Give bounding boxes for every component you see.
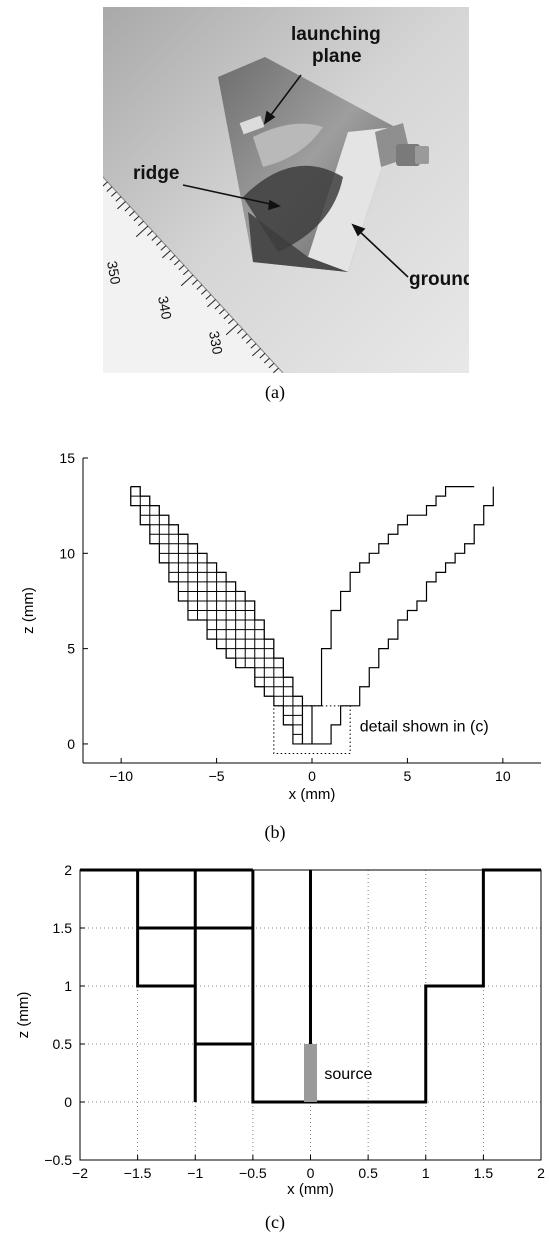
x-tick-label: 10 xyxy=(495,768,511,784)
ruler-tick xyxy=(151,235,158,241)
ruler-tick xyxy=(178,264,185,271)
ruler-number: 330 xyxy=(206,330,226,356)
ruler-tick xyxy=(223,313,230,320)
chart-b-annotation: detail shown in (c) xyxy=(360,719,489,736)
ruler-tick xyxy=(252,348,261,357)
y-tick-label: 15 xyxy=(59,450,75,466)
caption-b: (b) xyxy=(264,822,286,842)
x-tick-label: 1.5 xyxy=(474,1165,494,1181)
caption-a: (a) xyxy=(265,382,285,402)
label-ground: ground xyxy=(409,269,469,290)
ruler-tick xyxy=(146,230,153,236)
chart-b-lines xyxy=(273,485,494,754)
x-tick-label: −2 xyxy=(72,1165,88,1181)
ruler-tick xyxy=(236,328,243,334)
ruler-tick xyxy=(196,284,203,290)
ruler-tick xyxy=(135,225,149,238)
ruler-tick xyxy=(128,210,135,217)
ruler-tick xyxy=(205,294,212,300)
y-tick-label: 10 xyxy=(59,545,75,561)
ruler-tick xyxy=(182,269,189,276)
ruler-tick xyxy=(191,279,198,285)
x-tick-label: −1 xyxy=(187,1165,203,1181)
antenna-body xyxy=(218,57,429,272)
ruler-tick xyxy=(173,259,180,266)
ruler-tick xyxy=(245,338,252,344)
ruler-tick xyxy=(259,353,266,359)
ruler-tick xyxy=(124,206,131,212)
ruler-tick xyxy=(117,201,126,210)
ruler-tick xyxy=(115,196,122,202)
segment-1 xyxy=(136,870,196,988)
source-bar xyxy=(304,1044,317,1102)
ruler-tick xyxy=(133,215,140,222)
label-launching: launching xyxy=(291,24,381,45)
ruler-number: 340 xyxy=(155,295,175,321)
detail-box xyxy=(273,705,351,754)
y-tick-label: 5 xyxy=(67,641,75,657)
chart-b: −10 −5 0 5 10 0 5 10 15 x (mm) z (mm) detail sho… xyxy=(20,450,541,803)
chart-c-ylabel: z (mm) xyxy=(15,992,32,1039)
ruler-tick xyxy=(268,362,275,369)
ridge-outline xyxy=(130,485,304,706)
ruler-tick xyxy=(160,245,167,251)
series-line-1 xyxy=(302,486,494,745)
ruler-tick xyxy=(103,181,108,187)
y-tick-label: 1.5 xyxy=(53,920,73,936)
series-line-0 xyxy=(311,485,475,744)
x-tick-label: 0.5 xyxy=(358,1165,378,1181)
label-ridge: ridge xyxy=(133,163,179,184)
ruler-tick xyxy=(169,255,176,261)
ruler-tick xyxy=(162,250,171,259)
ruler-tick xyxy=(137,220,144,227)
ruler-tick xyxy=(180,274,194,287)
y-tick-label: 1 xyxy=(64,978,72,994)
ruler-tick xyxy=(214,304,221,310)
x-tick-label: 0 xyxy=(307,1165,315,1181)
x-tick-label: 5 xyxy=(404,768,412,784)
label-plane: plane xyxy=(312,46,362,67)
y-tick-label: 2 xyxy=(64,862,72,878)
x-tick-label: −10 xyxy=(109,768,133,784)
ruler-number: 350 xyxy=(104,260,124,286)
x-tick-label: 1 xyxy=(422,1165,430,1181)
ruler-tick xyxy=(227,318,234,325)
antenna-photo-drawing: 350 340 330 launching xyxy=(103,7,469,373)
y-tick-label: 0.5 xyxy=(53,1036,73,1052)
caption-c: (c) xyxy=(265,1212,285,1232)
ridge-outline xyxy=(130,486,312,745)
chart-b-ylabel: z (mm) xyxy=(20,587,37,634)
ruler-tick xyxy=(155,240,162,246)
ruler-tick xyxy=(250,343,257,349)
ruler-tick xyxy=(207,299,216,308)
chart-c-ticks: −2 −1.5 −1 −0.5 0 0.5 1 1.5 2 −0.5 0 0.5 1 1.5 2 xyxy=(44,862,545,1181)
x-tick-label: −5 xyxy=(209,768,225,784)
ruler-tick xyxy=(106,186,113,192)
y-tick-label: 0 xyxy=(67,736,75,752)
x-tick-label: −1.5 xyxy=(124,1165,152,1181)
ridge-mesh xyxy=(130,485,312,745)
y-tick-label: 0 xyxy=(64,1094,72,1110)
chart-b-xlabel: x (mm) xyxy=(289,786,336,803)
ruler-tick xyxy=(263,357,270,364)
ridge-mesh-cells xyxy=(130,486,312,744)
ruler-tick xyxy=(110,191,117,197)
chart-b-ticks: −10 −5 0 5 10 0 5 10 15 xyxy=(59,450,510,784)
ruler-tick xyxy=(225,323,239,336)
ruler: 350 340 330 xyxy=(103,176,284,373)
ruler-tick xyxy=(241,333,248,339)
ruler-tick xyxy=(272,367,279,373)
antenna-photo: 350 340 330 launching xyxy=(103,7,469,373)
ruler-tick xyxy=(218,308,225,315)
annotation-arrows xyxy=(182,74,409,278)
x-tick-label: 0 xyxy=(308,768,316,784)
x-tick-label: 2 xyxy=(537,1165,545,1181)
y-tick-label: −0.5 xyxy=(44,1152,72,1168)
chart-c: −2 −1.5 −1 −0.5 0 0.5 1 1.5 2 −0.5 0 0.5 1 1.5 2 x (mm… xyxy=(15,862,545,1198)
x-tick-label: −0.5 xyxy=(239,1165,267,1181)
chart-c-xlabel: x (mm) xyxy=(287,1181,334,1198)
ruler-tick xyxy=(200,289,207,295)
chart-c-annotation: source xyxy=(324,1066,372,1083)
